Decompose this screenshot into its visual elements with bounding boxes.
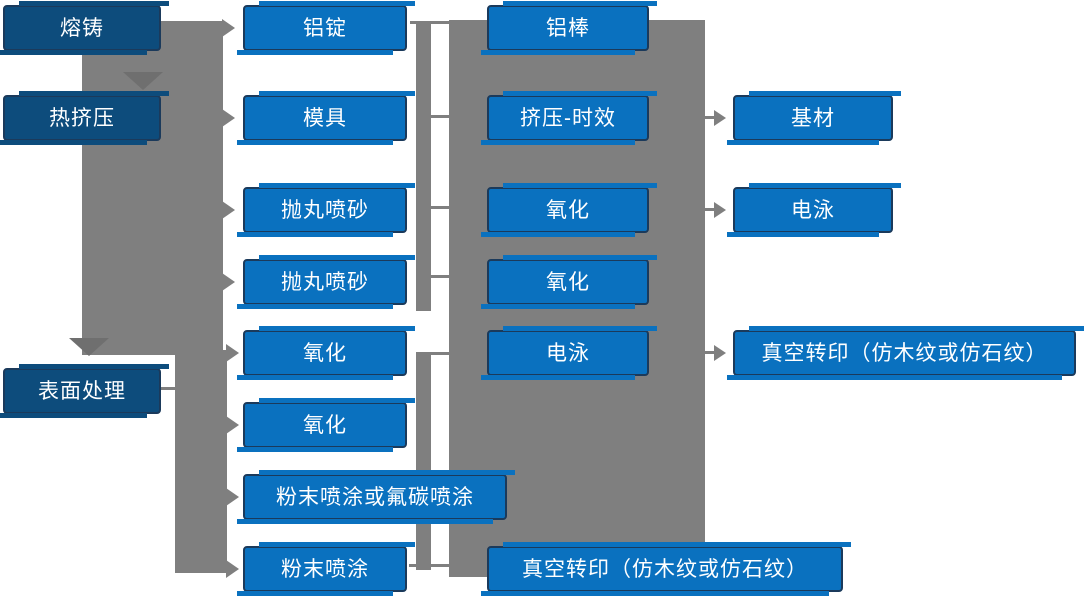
node-powder-coating: 粉末喷涂 bbox=[237, 542, 415, 596]
stub-row-extrusion-aging bbox=[430, 115, 449, 118]
connector-band-left-lower bbox=[175, 350, 227, 573]
arrow-right-to-aluminum-ingot-icon bbox=[222, 19, 235, 37]
arrow-down-to-hot-extrusion-icon bbox=[123, 72, 163, 90]
stub-row-electrophoresis-1 bbox=[416, 352, 449, 355]
node-oxidation-2: 氧化 bbox=[237, 398, 415, 452]
arrow-right-to-powder-coating-icon bbox=[226, 560, 239, 578]
arrow-right-to-oxidation-2-icon bbox=[226, 416, 239, 434]
arrow-right-to-oxidation-1-icon bbox=[226, 344, 239, 362]
node-vacuum-transfer-1: 真空转印（仿木纹或仿石纹） bbox=[481, 542, 851, 596]
node-shot-blasting-1: 抛丸喷砂 bbox=[237, 183, 415, 237]
stub-to-vacuum-transfer-2 bbox=[705, 351, 715, 354]
node-electrophoresis-1: 电泳 bbox=[481, 326, 657, 380]
stub-to-electrophoresis-2 bbox=[705, 208, 715, 211]
arrow-right-to-shot-blasting-1-icon bbox=[222, 201, 235, 219]
node-melt-casting: 熔铸 bbox=[0, 1, 169, 55]
arrow-right-to-powder-or-fluorocarbon-icon bbox=[226, 488, 239, 506]
connector-surface-treatment-stub bbox=[161, 387, 177, 390]
node-oxidation-3: 氧化 bbox=[481, 183, 657, 237]
arrow-right-to-mold-icon bbox=[222, 109, 235, 127]
connector-bus-bar-upper bbox=[416, 21, 431, 311]
stub-row-oxidation-3 bbox=[430, 206, 449, 209]
arrow-right-to-electrophoresis-2-icon bbox=[714, 202, 726, 218]
node-mold: 模具 bbox=[237, 91, 415, 145]
arrow-right-to-shot-blasting-2-icon bbox=[222, 273, 235, 291]
arrow-down-to-surface-treatment-icon bbox=[69, 338, 109, 356]
node-base-material: 基材 bbox=[727, 91, 901, 145]
node-aluminum-ingot: 铝锭 bbox=[237, 1, 415, 55]
connector-bus-bar-lower bbox=[416, 352, 431, 570]
arrow-right-to-base-material-icon bbox=[714, 110, 726, 126]
stub-to-base-material bbox=[705, 116, 715, 119]
node-hot-extrusion: 热挤压 bbox=[0, 91, 169, 145]
node-shot-blasting-2: 抛丸喷砂 bbox=[237, 255, 415, 309]
node-powder-or-fluorocarbon-coating: 粉末喷涂或氟碳喷涂 bbox=[237, 470, 515, 524]
node-electrophoresis-2: 电泳 bbox=[727, 183, 901, 237]
node-surface-treatment: 表面处理 bbox=[0, 364, 169, 418]
node-oxidation-4: 氧化 bbox=[481, 255, 657, 309]
stub-row-vacuum-transfer-1 bbox=[409, 564, 449, 567]
node-oxidation-1: 氧化 bbox=[237, 326, 415, 380]
stub-row-oxidation-4 bbox=[430, 275, 449, 278]
node-vacuum-transfer-2: 真空转印（仿木纹或仿石纹） bbox=[727, 326, 1084, 380]
arrow-right-to-vacuum-transfer-2-icon bbox=[714, 345, 726, 361]
stub-row-aluminum-rod bbox=[410, 21, 449, 24]
node-extrusion-aging: 挤压-时效 bbox=[481, 91, 657, 145]
node-aluminum-rod: 铝棒 bbox=[481, 1, 657, 55]
